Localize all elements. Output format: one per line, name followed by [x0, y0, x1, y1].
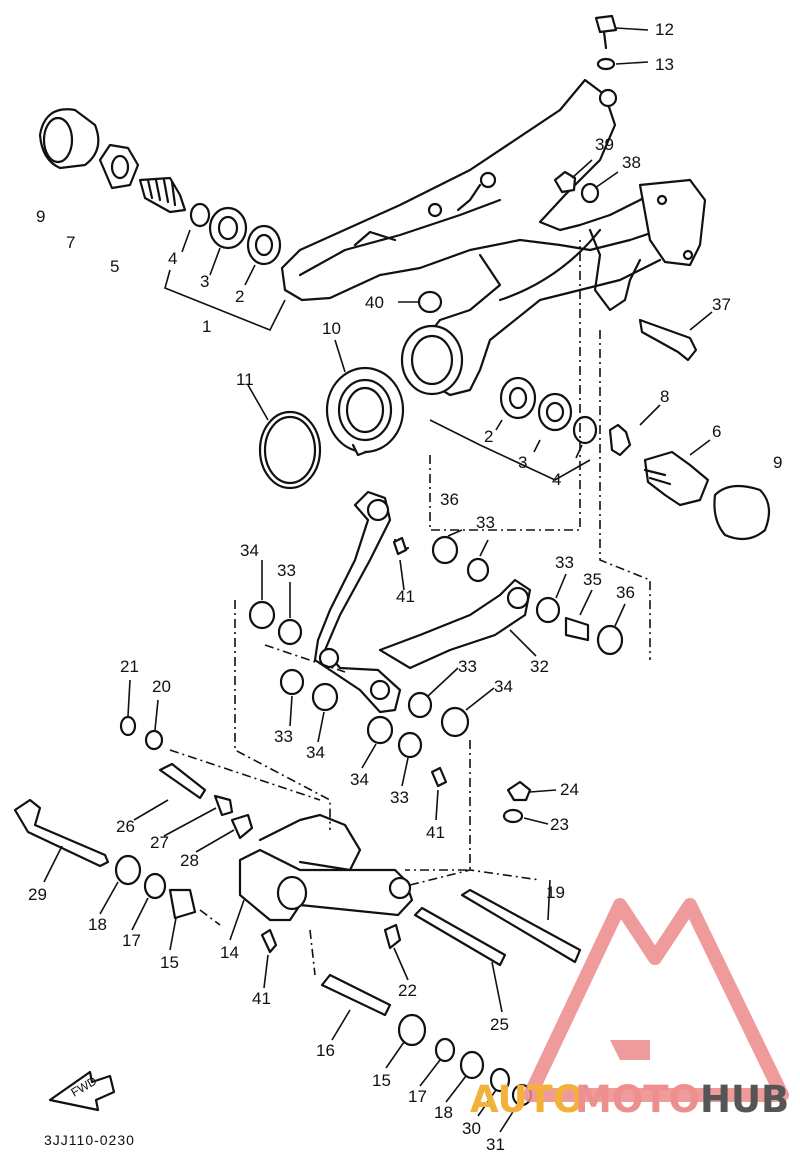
callout-34-mid: 34: [494, 677, 513, 696]
seal-10-oring-11: [247, 339, 405, 490]
callout-33-upper: 33: [476, 513, 495, 532]
callout-18-left: 18: [88, 915, 107, 934]
callout-18-right: 18: [434, 1103, 453, 1122]
watermark-moto: MOTO: [575, 1078, 700, 1121]
callout-7-top: 7: [66, 233, 75, 252]
callout-19: 19: [546, 883, 565, 902]
callout-13: 13: [655, 55, 674, 74]
callout-15-right: 15: [372, 1071, 391, 1090]
callout-34-left: 34: [240, 541, 259, 560]
watermark-auto: AUTO: [470, 1078, 584, 1121]
callout-15-left: 15: [160, 953, 179, 972]
callout-9-top: 9: [36, 207, 45, 226]
bearing-stack-left: [38, 108, 286, 332]
callout-3-right: 3: [518, 453, 527, 472]
callout-33-right: 33: [555, 553, 574, 572]
callout-36-upper: 36: [440, 490, 459, 509]
relay-arm-32: [313, 490, 532, 714]
diagram-code: 3JJ110-0230: [44, 1132, 135, 1148]
callout-41-mid: 41: [426, 823, 445, 842]
watermark-hub: HUB: [700, 1078, 789, 1121]
callout-34-low: 34: [306, 743, 325, 762]
bushings: [248, 535, 624, 788]
cap-40: [398, 290, 443, 314]
callout-8: 8: [660, 387, 669, 406]
callout-36-right: 36: [616, 583, 635, 602]
callout-28: 28: [180, 851, 199, 870]
callout-2-top: 2: [235, 287, 244, 306]
callout-4-right: 4: [552, 470, 561, 489]
callout-30: 30: [462, 1119, 481, 1138]
bolt-37: [638, 311, 713, 362]
nut-39-washer-38: [553, 159, 619, 204]
fwd-arrow: FWD: [48, 1070, 116, 1112]
callout-16: 16: [316, 1041, 335, 1060]
callout-23: 23: [550, 815, 569, 834]
callout-21: 21: [120, 657, 139, 676]
callout-35: 35: [583, 570, 602, 589]
connecting-rod-14: [238, 813, 414, 922]
callout-32: 32: [530, 657, 549, 676]
callout-41-upper: 41: [396, 587, 415, 606]
leader-lines: [43, 529, 626, 1133]
callout-39: 39: [595, 135, 614, 154]
callout-25: 25: [490, 1015, 509, 1034]
callout-6: 6: [712, 422, 721, 441]
callout-20: 20: [152, 677, 171, 696]
swingarm: [280, 78, 707, 397]
callout-labels: 9 7 5 4 3 2 1 12 13 39 38 40 10 11 37 8 …: [28, 20, 782, 1154]
callout-26: 26: [116, 817, 135, 836]
callout-33-left: 33: [277, 561, 296, 580]
bolt-12-washer-13: [594, 14, 649, 71]
callout-33-bottom: 33: [390, 788, 409, 807]
small-parts: [13, 715, 582, 1107]
callout-10: 10: [322, 319, 341, 338]
callout-4-top: 4: [168, 249, 177, 268]
callout-31: 31: [486, 1135, 505, 1154]
callout-38: 38: [622, 153, 641, 172]
callout-34-bottom: 34: [350, 770, 369, 789]
callout-12: 12: [655, 20, 674, 39]
callout-41-lower: 41: [252, 989, 271, 1008]
callout-27: 27: [150, 833, 169, 852]
callout-3-top: 3: [200, 272, 209, 291]
callout-37: 37: [712, 295, 731, 314]
callout-14: 14: [220, 943, 239, 962]
callout-22: 22: [398, 981, 417, 1000]
callout-17-right: 17: [408, 1087, 427, 1106]
callout-1: 1: [202, 317, 211, 336]
callout-17-left: 17: [122, 931, 141, 950]
callout-2-right: 2: [484, 427, 493, 446]
callout-33-mid: 33: [458, 657, 477, 676]
callout-11: 11: [236, 370, 254, 389]
assembly-lines: [169, 240, 651, 976]
callout-33-low: 33: [274, 727, 293, 746]
callout-24: 24: [560, 780, 579, 799]
callout-40: 40: [365, 293, 384, 312]
callout-9-right: 9: [773, 453, 782, 472]
bearing-stack-right: [429, 376, 771, 541]
callout-5: 5: [110, 257, 119, 276]
callout-29: 29: [28, 885, 47, 904]
watermark-logo: AUTO MOTO HUB: [470, 898, 789, 1121]
